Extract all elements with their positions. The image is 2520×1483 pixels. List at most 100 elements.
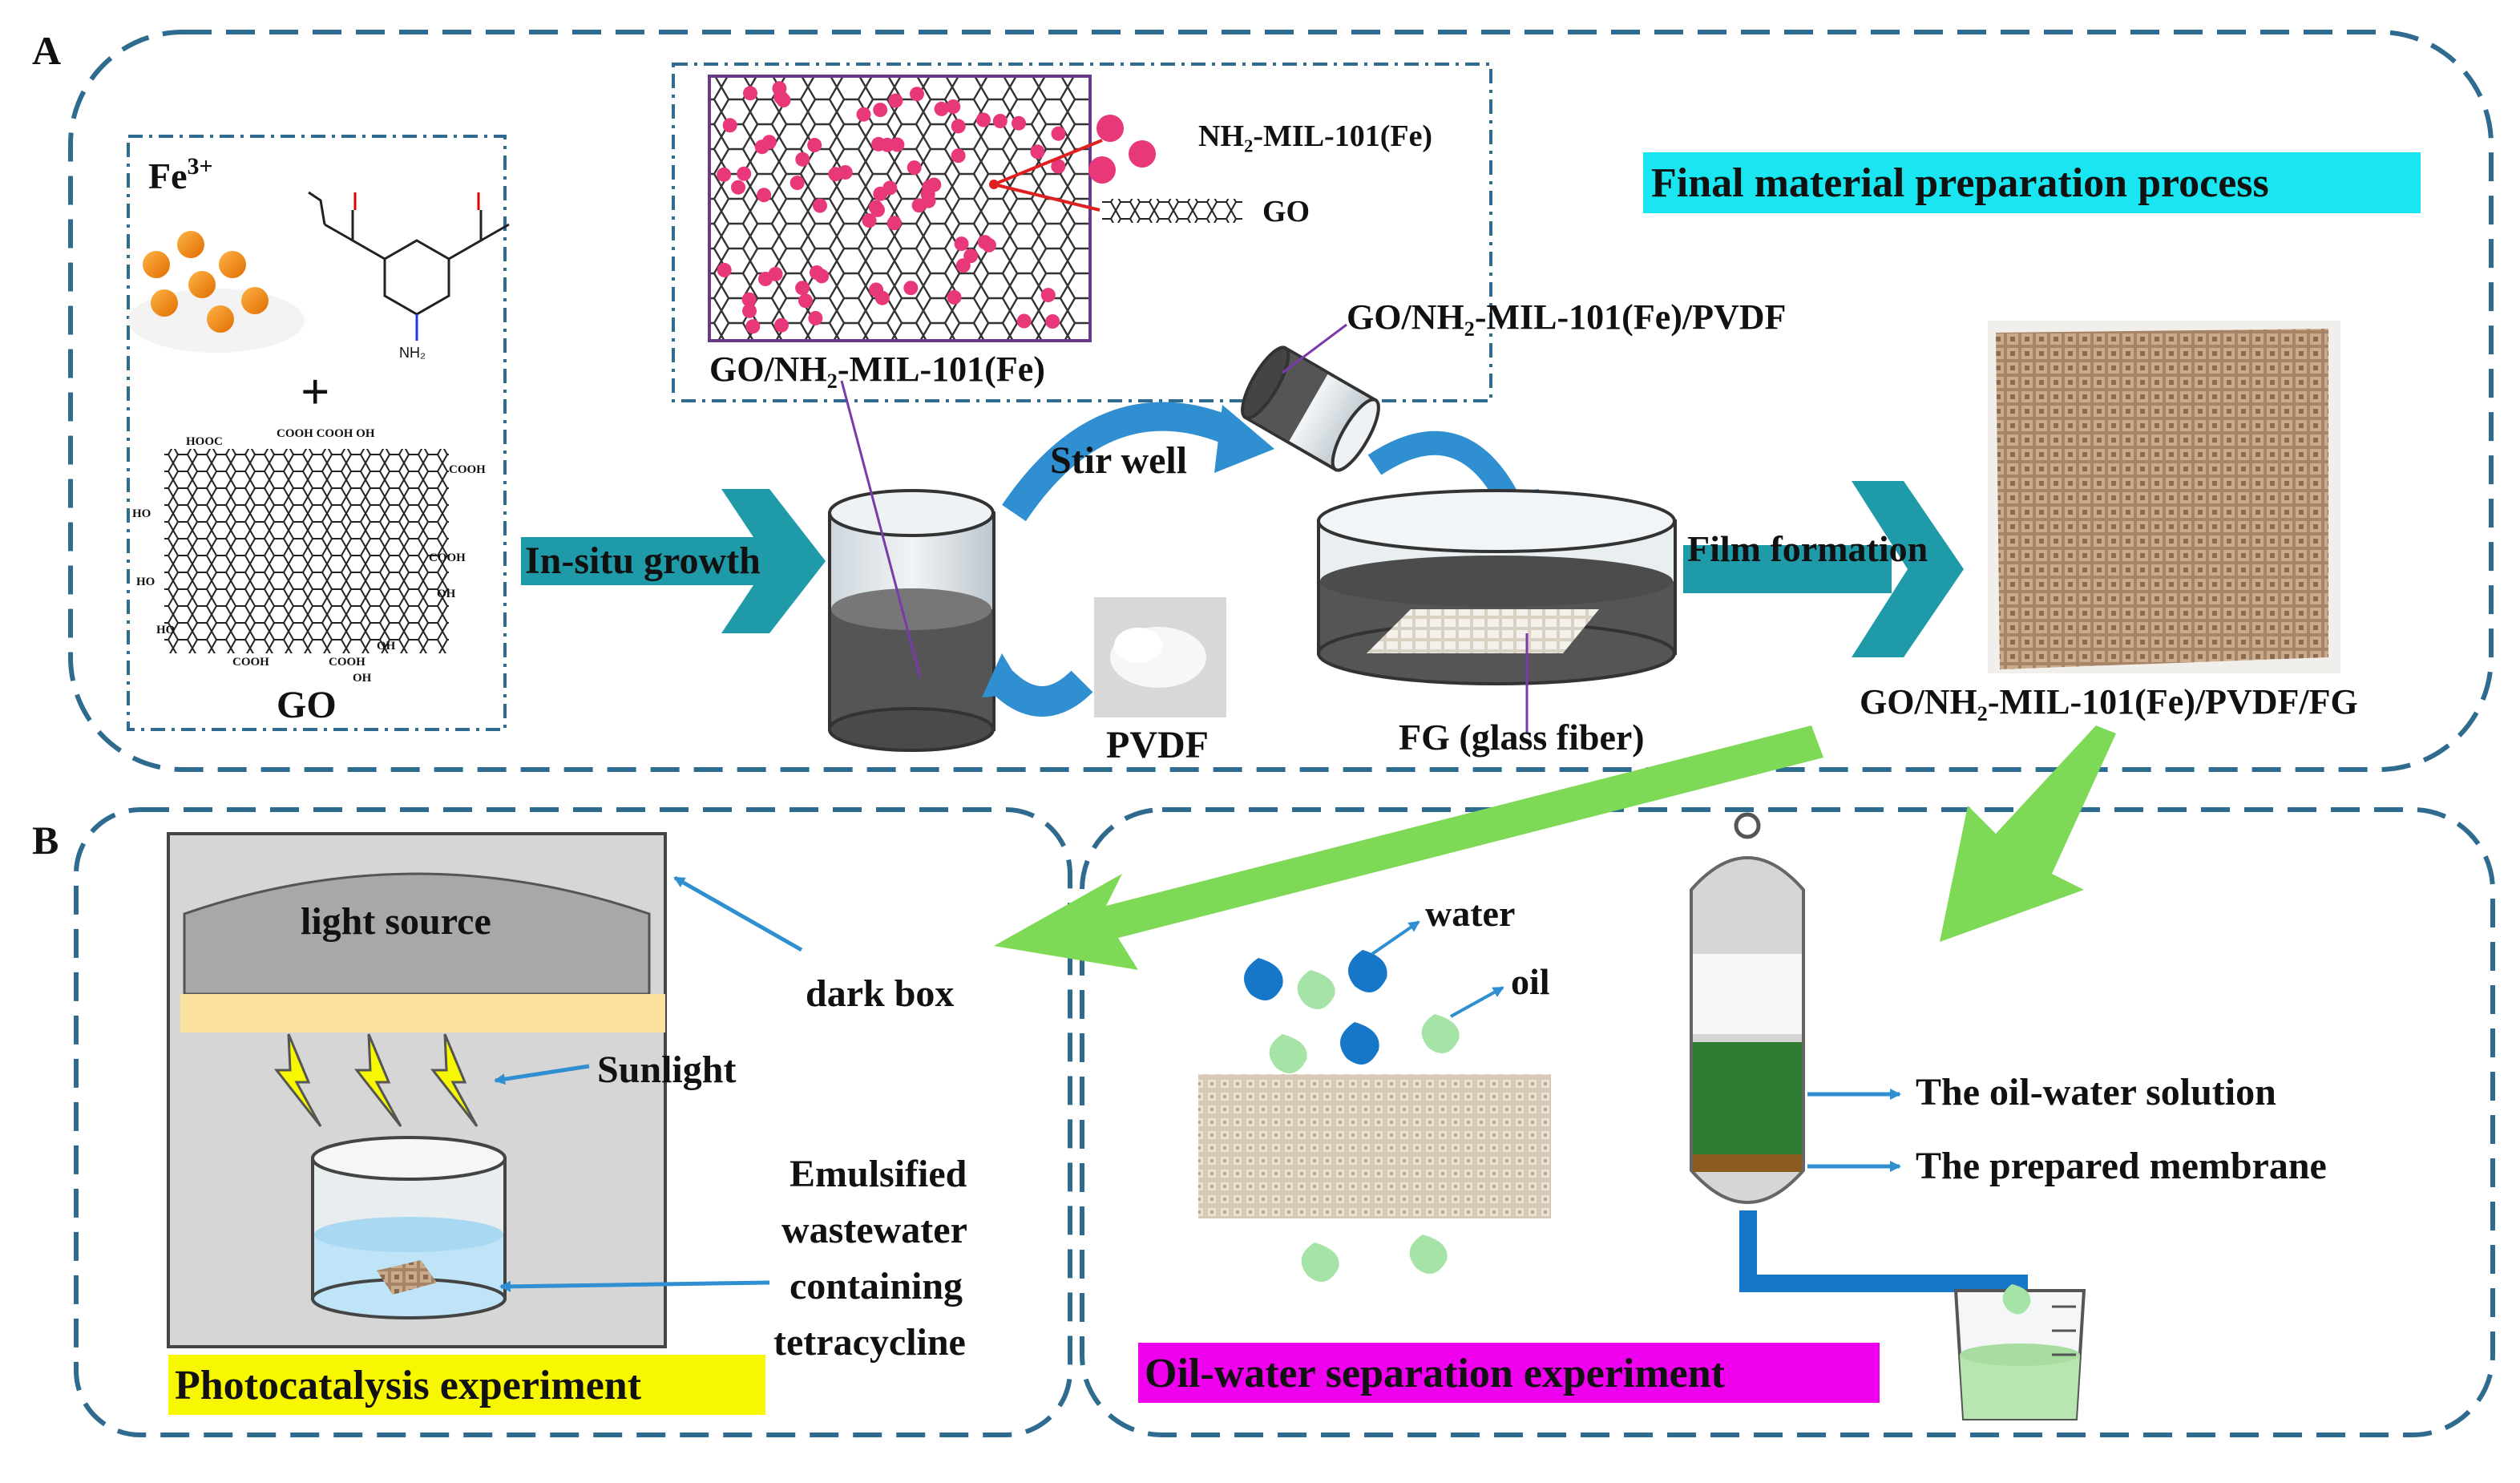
light-source-label: light source xyxy=(301,900,491,943)
legend-go-label: GO xyxy=(1262,195,1310,228)
plus-sign: + xyxy=(301,363,329,420)
svg-text:containing: containing xyxy=(790,1265,963,1307)
mof-particle xyxy=(934,101,949,116)
insitu-growth-arrow: In-situ growth xyxy=(521,489,826,633)
mof-particle xyxy=(798,293,813,309)
mof-particle xyxy=(757,188,772,203)
sunlight-label: Sunlight xyxy=(597,1049,736,1091)
mof-particle xyxy=(813,198,827,213)
solution-label: GO/NH₂-MIL-101(Fe)/PVDF xyxy=(1347,297,1786,337)
svg-text:HO: HO xyxy=(136,576,155,588)
prepared-membrane-label: The prepared membrane xyxy=(1916,1145,2327,1187)
mof-particle xyxy=(807,138,822,152)
mof-particle xyxy=(795,281,810,296)
mof-particle xyxy=(963,249,979,264)
svg-text:COOH COOH OH: COOH COOH OH xyxy=(277,427,375,440)
water-pointer xyxy=(1371,920,1420,956)
legend-pointer-go xyxy=(993,183,1100,212)
mof-particle xyxy=(1040,288,1056,303)
svg-text:OH: OH xyxy=(437,588,456,600)
sep-title-bg xyxy=(1138,1343,1880,1403)
mof-particle xyxy=(873,103,888,118)
svg-text:HO: HO xyxy=(156,624,175,636)
mof-particle xyxy=(1030,144,1045,160)
oil-pointer xyxy=(1450,986,1504,1018)
mof-particle xyxy=(862,213,877,228)
photo-title: Photocatalysis experiment xyxy=(175,1363,642,1408)
svg-text:HOOC: HOOC xyxy=(186,435,223,448)
mof-particle xyxy=(856,107,871,122)
mof-particle xyxy=(731,180,745,195)
legend-mof-label: NH₂-MIL-101(Fe) xyxy=(1198,119,1432,153)
reagents-box: Fe3+ NH₂ + xyxy=(127,135,510,731)
mof-particle xyxy=(951,119,966,134)
go-structure: HOOC COOH COOH OH COOH HO COOH HO OH COO… xyxy=(132,427,486,685)
stir-well-label: Stir well xyxy=(1050,439,1187,482)
insitu-growth-label: In-situ growth xyxy=(525,539,761,582)
mof-particle xyxy=(951,148,966,164)
inset-composite-label: GO/NH₂-MIL-101(Fe) xyxy=(709,350,1045,389)
legend-pointer-mof xyxy=(993,139,1103,186)
mof-particle xyxy=(1045,314,1060,329)
mof-particle xyxy=(758,272,773,286)
panel-a: A Fe3+ xyxy=(32,28,2494,772)
droplets xyxy=(1244,950,1460,1283)
go-lattice xyxy=(708,75,1092,342)
emulsified-label: Emulsified wastewater containing tetracy… xyxy=(773,1153,967,1364)
fe-label: Fe3+ xyxy=(148,153,213,196)
oil-water-liquid xyxy=(1693,1042,1802,1154)
mof-particle xyxy=(808,310,823,325)
mof-particle xyxy=(910,87,924,102)
film-formation-label: Film formation xyxy=(1687,528,1928,569)
pour-arrow xyxy=(1367,430,1518,503)
separation-membrane-sheet xyxy=(1198,1074,1551,1218)
light-source-lamp xyxy=(183,872,651,996)
mof-particle xyxy=(903,281,919,296)
mof-particle xyxy=(774,317,789,333)
panel-b: B light source dark box Sunlight xyxy=(32,807,2495,1437)
mof-particle xyxy=(907,160,922,176)
vial-pointer-line xyxy=(1282,323,1347,374)
stir-well-arrow xyxy=(1002,402,1241,522)
mof-particle xyxy=(947,289,962,305)
mof-particle xyxy=(717,262,732,277)
mof-particle xyxy=(975,112,991,127)
membrane-sample xyxy=(377,1260,437,1295)
svg-text:COOH: COOH xyxy=(449,463,486,476)
fe-ion-balls xyxy=(128,231,305,353)
petri-dish xyxy=(1317,489,1677,733)
water-label: water xyxy=(1425,893,1515,934)
sep-title: Oil-water separation experiment xyxy=(1145,1351,1726,1396)
mof-particle xyxy=(742,303,757,318)
panel-b-letter: B xyxy=(32,818,59,863)
collection-beaker xyxy=(1953,1284,2086,1420)
mof-particles xyxy=(717,81,1066,334)
mof-particle xyxy=(741,292,757,307)
glass-fiber-sheet xyxy=(1367,609,1599,653)
panel-a-title: Final material preparation process xyxy=(1651,160,2269,206)
mof-particle xyxy=(828,167,843,182)
film-formation-arrow: Film formation xyxy=(1683,481,1964,657)
composite-inset: GO/NH₂-MIL-101(Fe) NH₂-MIL-101(Fe) GO xyxy=(672,63,1492,402)
separation-column xyxy=(1690,812,2028,1315)
mof-particle xyxy=(880,137,895,152)
mof-particle xyxy=(722,118,737,133)
photocatalysis-panel-border xyxy=(74,807,1072,1437)
green-arrow-to-separation xyxy=(1940,725,2116,942)
final-membrane-photo xyxy=(1988,321,2340,673)
mof-particle xyxy=(946,99,961,114)
svg-text:wastewater: wastewater xyxy=(781,1209,967,1251)
wastewater-pointer xyxy=(499,1280,770,1292)
dark-box-pointer xyxy=(673,875,803,952)
mixing-beaker xyxy=(828,380,995,752)
mof-particle xyxy=(795,152,810,167)
legend-go-sheet xyxy=(1102,199,1242,223)
panel-a-letter: A xyxy=(32,28,61,73)
mof-particle xyxy=(977,235,992,250)
mof-particle xyxy=(761,135,777,150)
green-arrows xyxy=(994,725,2116,970)
photo-title-bg xyxy=(168,1355,765,1415)
mof-particle xyxy=(992,114,1008,128)
panel-a-border xyxy=(68,30,2494,772)
